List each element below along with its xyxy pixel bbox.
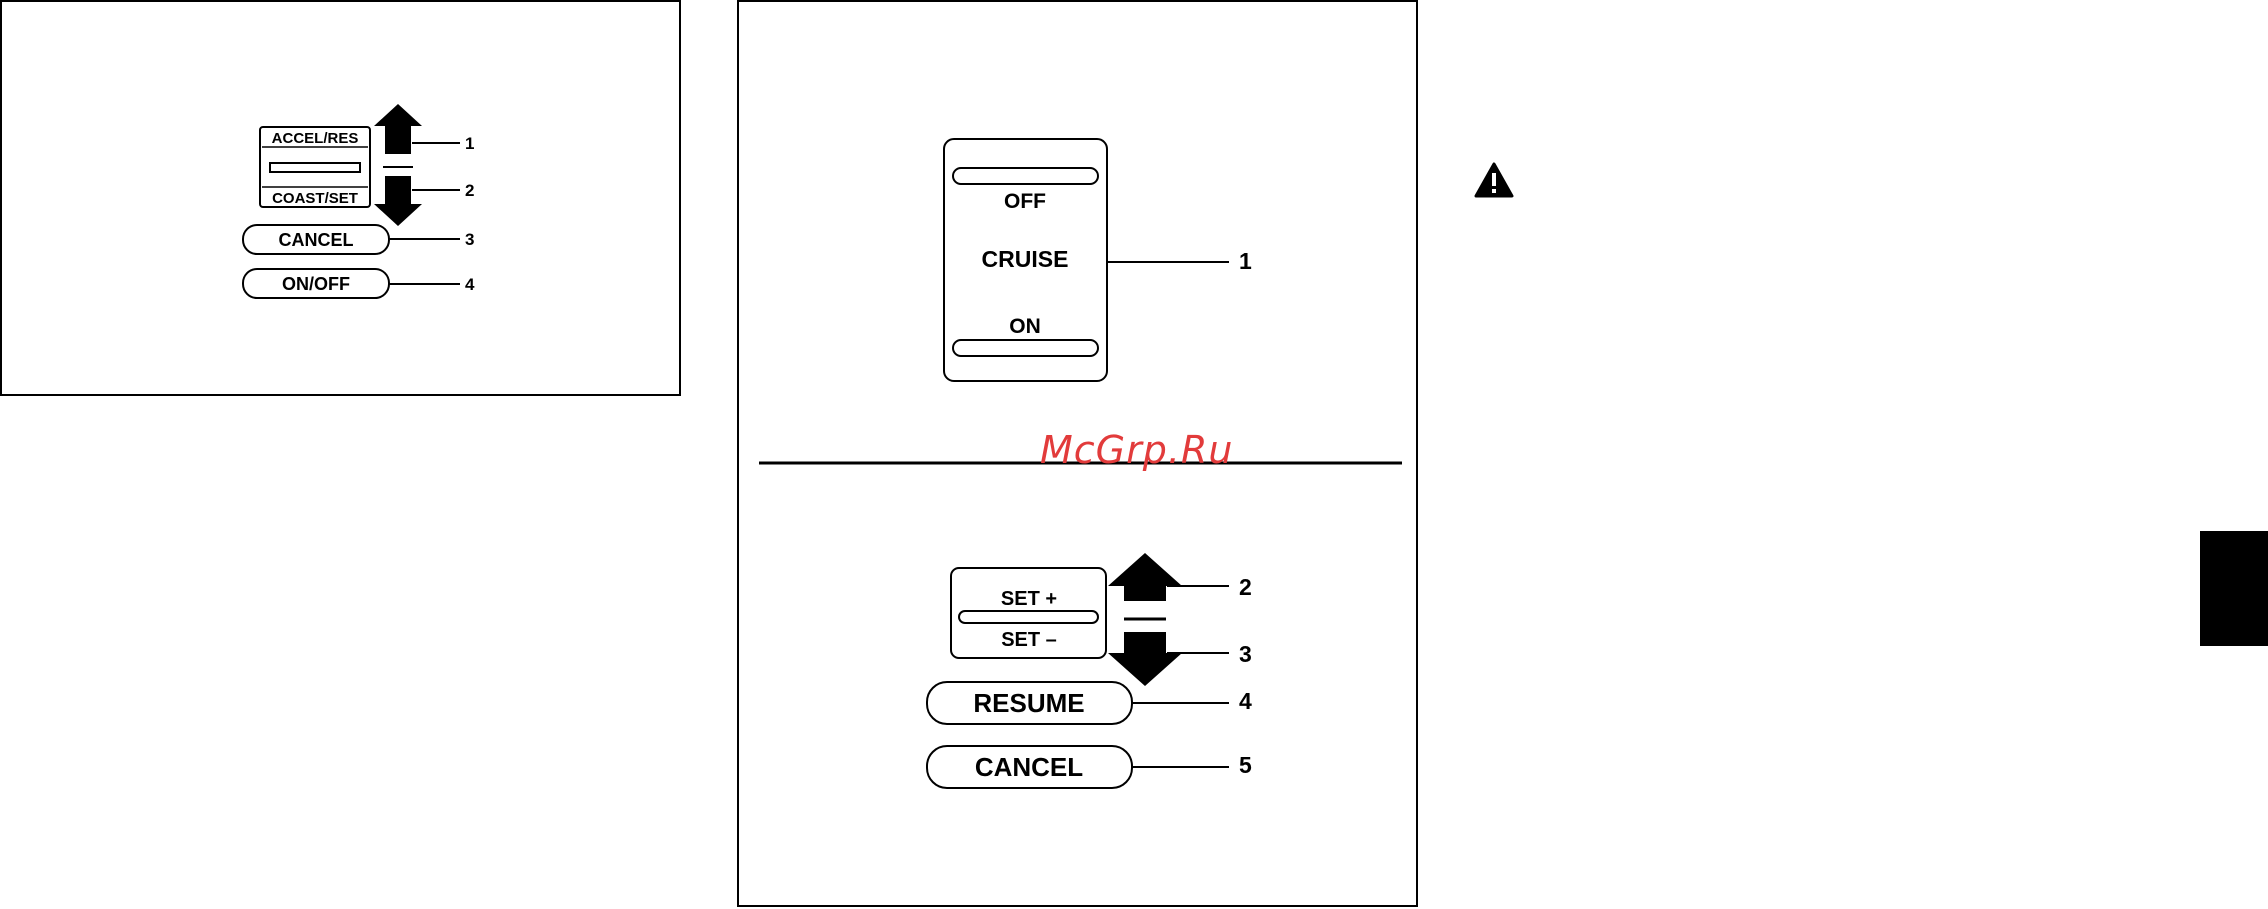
up-arrow-icon xyxy=(374,104,422,154)
set-up-arrow-icon xyxy=(1108,553,1182,601)
cruise-label: CRUISE xyxy=(982,246,1069,272)
off-label: OFF xyxy=(1004,190,1046,213)
watermark-text: McGrp.Ru xyxy=(1040,428,1233,472)
switch-slot xyxy=(270,163,360,172)
left-controls-diagram: ACCEL/RES COAST/SET CANCEL ON/OFF 1 2 3 … xyxy=(2,2,683,398)
rocker-off-slot xyxy=(953,168,1098,184)
callout-2-mid: 2 xyxy=(1239,574,1252,600)
coast-set-label: COAST/SET xyxy=(272,190,358,207)
callout-4: 4 xyxy=(465,275,475,294)
callout-4-mid: 4 xyxy=(1239,688,1252,714)
set-down-arrow-icon xyxy=(1108,632,1182,686)
callout-5-mid: 5 xyxy=(1239,752,1252,778)
section-tab xyxy=(2200,531,2268,646)
callout-2: 2 xyxy=(465,181,474,200)
on-off-label: ON/OFF xyxy=(282,274,350,294)
set-switch-slot xyxy=(959,611,1098,623)
cancel-label-2: CANCEL xyxy=(975,752,1083,782)
cancel-label: CANCEL xyxy=(279,230,354,250)
callout-1: 1 xyxy=(465,134,474,153)
resume-label: RESUME xyxy=(973,688,1084,718)
rocker-callout: 1 xyxy=(1239,248,1252,274)
warning-triangle-icon xyxy=(1474,162,1514,198)
accel-res-label: ACCEL/RES xyxy=(272,130,359,147)
rocker-on-slot xyxy=(953,340,1098,356)
callout-3-mid: 3 xyxy=(1239,641,1252,667)
left-diagram-panel: ACCEL/RES COAST/SET CANCEL ON/OFF 1 2 3 … xyxy=(0,0,681,396)
down-arrow-icon xyxy=(374,176,422,226)
callout-3: 3 xyxy=(465,230,474,249)
set-minus-label: SET – xyxy=(1001,629,1057,651)
on-label: ON xyxy=(1009,315,1041,338)
set-plus-label: SET + xyxy=(1001,588,1057,610)
